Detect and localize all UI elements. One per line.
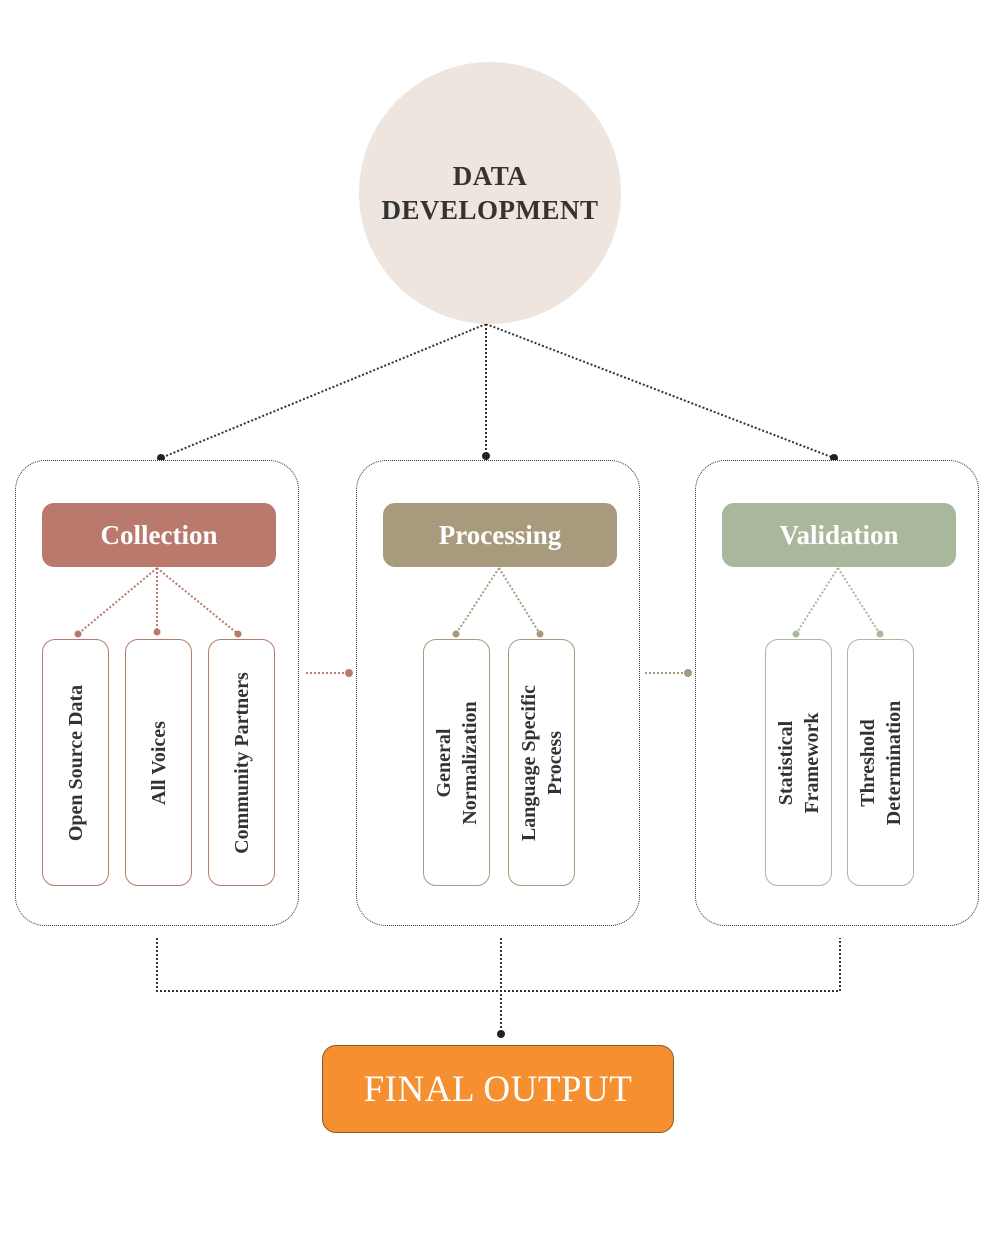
stage-panel-collection: Collection Open Source Data All Voices C… (15, 460, 299, 926)
sub-label: Community Partners (230, 671, 253, 854)
final-output-box: FINAL OUTPUT (322, 1045, 674, 1133)
sub-label: Open Source Data (64, 684, 87, 841)
connector-root-collection (160, 323, 487, 459)
final-output-label: FINAL OUTPUT (363, 1068, 633, 1110)
root-circle: DATA DEVELOPMENT (359, 62, 621, 324)
connector-root-validation (485, 323, 835, 459)
sub-label: All Voices (147, 720, 170, 805)
stage-header-collection: Collection (42, 503, 276, 567)
sub-box: Community Partners (208, 639, 275, 886)
connector-dot (497, 1030, 505, 1038)
stage-header-validation: Validation (722, 503, 956, 567)
stage-title: Processing (438, 519, 562, 550)
root-title-line: DATA (452, 161, 528, 191)
sub-box: All Voices (125, 639, 192, 886)
stage-header-processing: Processing (383, 503, 617, 567)
connector-stages-final (156, 938, 841, 992)
connector-dot (482, 452, 490, 460)
stage-title: Validation (779, 519, 899, 550)
stage-title: Collection (100, 519, 218, 550)
sub-box: Open Source Data (42, 639, 109, 886)
root-title-line: DEVELOPMENT (381, 195, 599, 225)
